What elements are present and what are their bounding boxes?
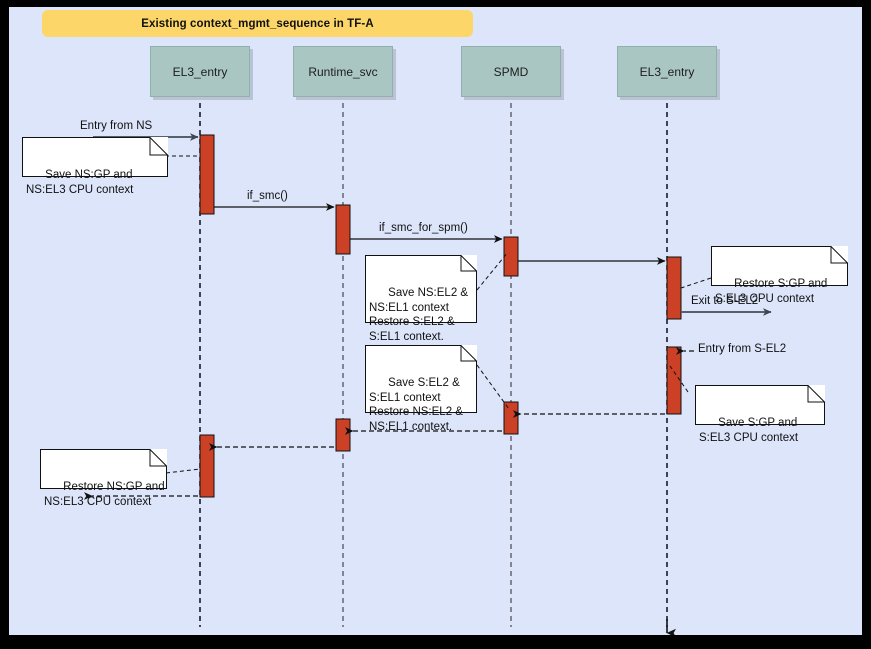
note-save-ns-el2: Save NS:EL2 & NS:EL1 context Restore S:E…: [365, 255, 477, 343]
lifeline-label-spmd: SPMD: [493, 64, 529, 79]
message-label-if-smc: if_smc(): [247, 190, 288, 202]
message-label-if-smc-for-spm: if_smc_for_spm(): [379, 222, 468, 234]
note-text-restore-s-gp: Restore S:GP and S:EL3 CPU context: [715, 278, 828, 305]
lifeline-label-el3-entry-right: EL3_entry: [639, 64, 695, 79]
lifeline-box-runtime-svc[interactable]: Runtime_svc: [293, 46, 393, 97]
message-label-entry-from-s-el2: Entry from S-EL2: [697, 343, 788, 355]
activation-el3-right-1: [666, 256, 682, 320]
activation-el3-left-1: [199, 134, 215, 215]
note-text-save-s-el2: Save S:EL2 & S:EL1 context Restore NS:EL…: [369, 377, 463, 433]
activation-runtime-2: [335, 418, 351, 452]
lifeline-label-el3-entry-left: EL3_entry: [172, 64, 228, 79]
lifeline-label-runtime-svc: Runtime_svc: [308, 64, 378, 79]
activation-bars: [199, 134, 682, 498]
connector-note-save-s-el2: [476, 364, 510, 410]
note-text-save-s-gp: Save S:GP and S:EL3 CPU context: [699, 417, 799, 444]
diagram-title: Existing context_mgmt_sequence in TF-A: [141, 17, 374, 30]
activation-el3-left-2: [199, 434, 215, 498]
lifeline-box-el3-entry-right[interactable]: EL3_entry: [617, 46, 717, 97]
activation-runtime-1: [335, 204, 351, 255]
lifeline-box-spmd[interactable]: SPMD: [461, 46, 561, 97]
activation-spmd-2: [503, 401, 519, 435]
message-label-exit-to-s-el2: Exit to S-EL2: [690, 295, 760, 307]
lifeline-box-el3-entry-left[interactable]: EL3_entry: [150, 46, 250, 97]
connector-note-restore-ns-gp: [165, 468, 201, 474]
note-text-save-ns-gp: Save NS:GP and NS:EL3 CPU context: [26, 169, 134, 196]
message-label-entry-from-ns: Entry from NS: [80, 120, 153, 132]
note-save-ns-gp: Save NS:GP and NS:EL3 CPU context: [22, 137, 168, 196]
connector-note-restore-s-gp: [680, 277, 712, 289]
connector-note-save-s-gp: [669, 365, 689, 393]
activation-el3-right-2: [666, 346, 682, 415]
connector-note-save-ns-el2: [476, 251, 509, 291]
diagram-canvas: Existing context_mgmt_sequence in TF-A E…: [9, 7, 862, 635]
note-text-restore-ns-gp: Restore NS:GP and NS:EL3 CPU context: [44, 481, 165, 508]
sequence-graphics-layer: [84, 103, 774, 635]
diagram-title-banner: Existing context_mgmt_sequence in TF-A: [42, 10, 473, 37]
note-save-s-el2: Save S:EL2 & S:EL1 context Restore NS:EL…: [365, 345, 477, 433]
activation-spmd-1: [503, 236, 519, 277]
note-save-s-gp: Save S:GP and S:EL3 CPU context: [695, 385, 825, 444]
note-restore-s-gp: Restore S:GP and S:EL3 CPU context: [711, 246, 848, 305]
note-restore-ns-gp: Restore NS:GP and NS:EL3 CPU context: [40, 449, 167, 508]
